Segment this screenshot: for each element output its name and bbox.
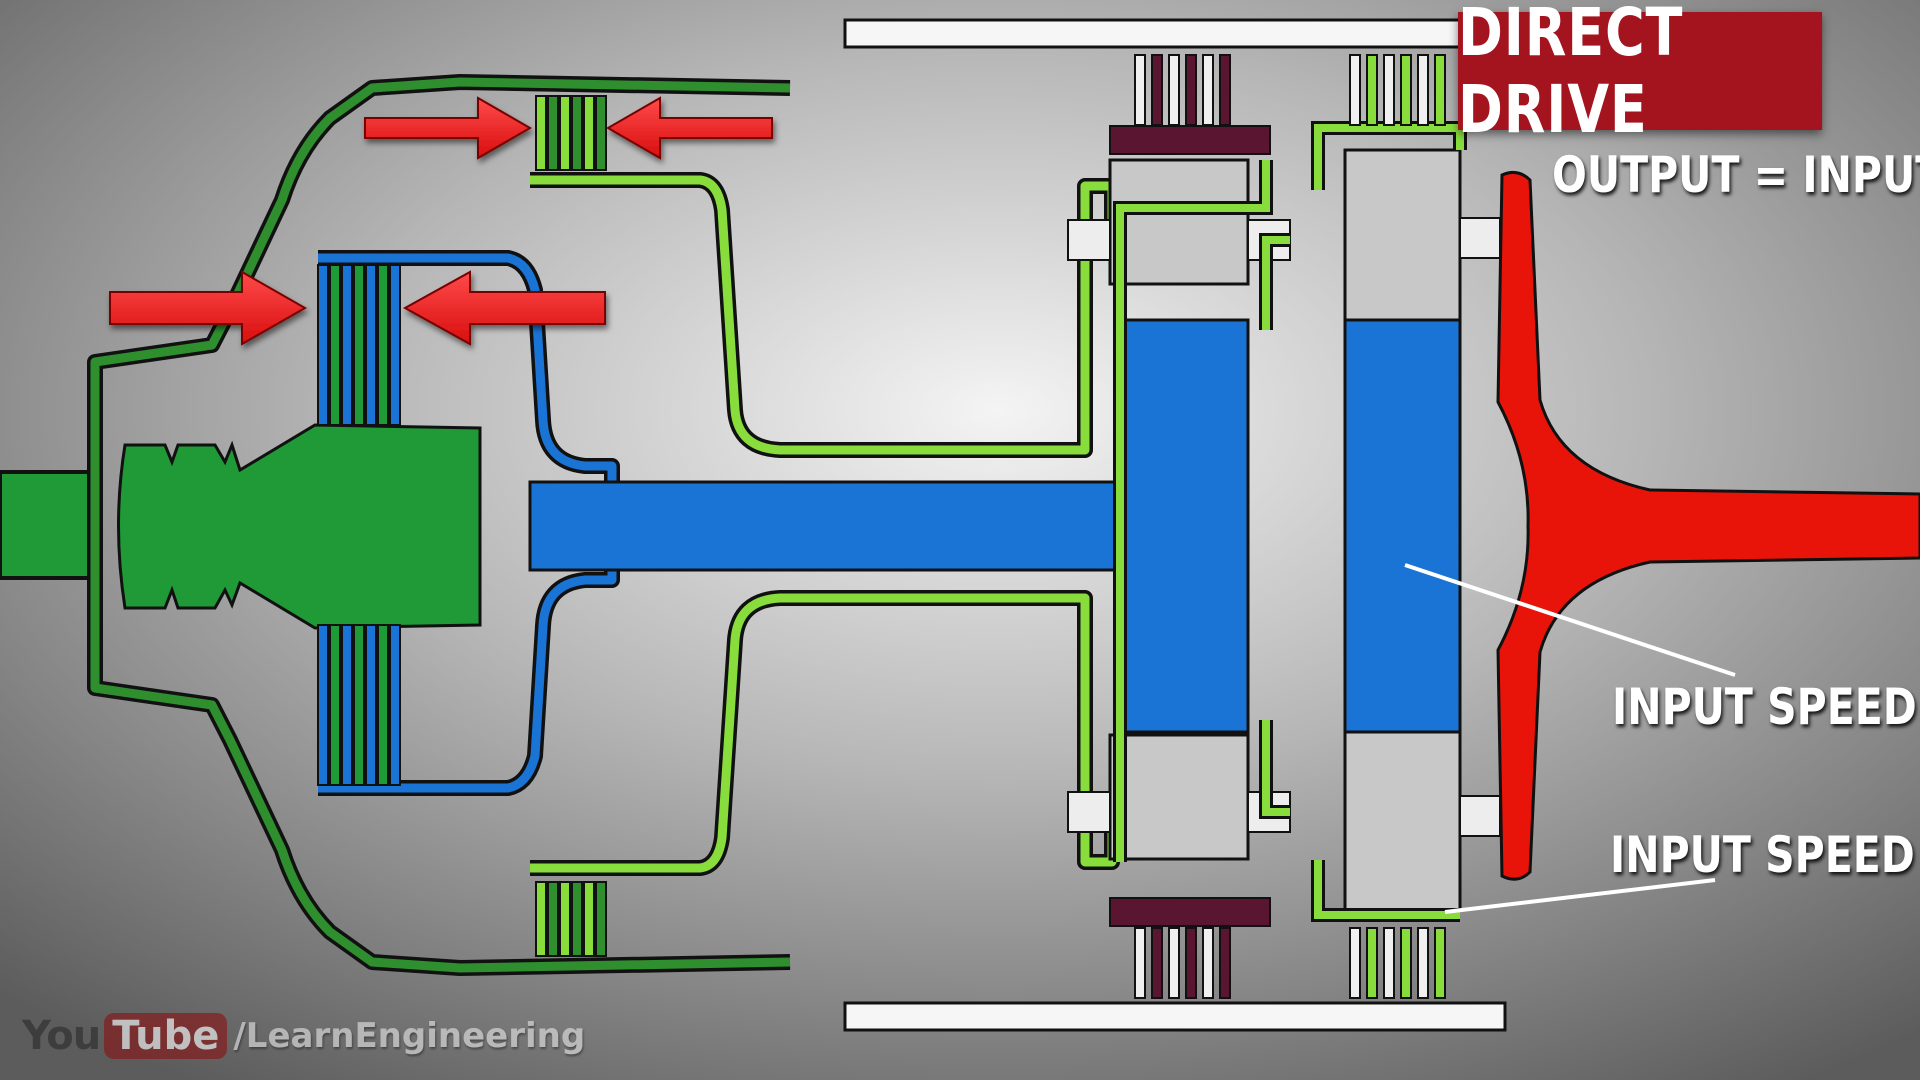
red-arrow-icon [605, 96, 773, 160]
front-sun-gear [1118, 318, 1250, 734]
carrier-drum-top [530, 175, 1117, 455]
rear-planetary-set [1311, 121, 1501, 922]
red-arrow-icon [402, 270, 606, 346]
forward-shaft [528, 480, 1132, 572]
front-planet-gear-bottom [1108, 733, 1250, 861]
front-planetary-set [1067, 158, 1291, 862]
ring-speed-callout-line [1444, 878, 1716, 914]
red-arrow-icon [364, 96, 533, 160]
red-arrow-icon [109, 270, 308, 346]
output-equals-input-label: OUTPUT = INPUT [1552, 146, 1920, 204]
youtube-logo-tube: Tube [104, 1013, 228, 1059]
clutch-drum [90, 77, 791, 973]
rear-sun-gear [1343, 318, 1462, 734]
rear-teeth-bottom [1349, 927, 1446, 999]
front-planet-gear-top [1108, 158, 1250, 286]
front-band-teeth-top [1134, 54, 1231, 126]
carrier-drum-bottom [530, 593, 1117, 873]
input-shaft [0, 470, 102, 580]
input-hub [117, 423, 482, 630]
outer-clutch-pack-bottom [535, 881, 607, 957]
sun-speed-callout-line [1404, 563, 1736, 677]
front-band-bottom [1109, 897, 1271, 927]
rear-teeth-top [1349, 54, 1446, 126]
housing-top [843, 18, 1507, 49]
front-band-teeth-bottom [1134, 927, 1231, 999]
outer-clutch-pack-top [535, 95, 607, 171]
front-band-top [1109, 125, 1271, 155]
channel-name: /LearnEngineering [233, 1016, 586, 1056]
sun-input-speed-label: INPUT SPEED [1612, 678, 1917, 736]
ring-input-speed-label: INPUT SPEED [1610, 826, 1915, 884]
page-title: DIRECT DRIVE [1458, 0, 1684, 148]
forward-clutch-pack-top [317, 264, 401, 426]
forward-clutch-pack-bottom [317, 624, 401, 786]
title-banner: DIRECT DRIVE [1458, 0, 1823, 148]
housing-bottom [843, 1001, 1507, 1032]
red-arrow-icon-group [109, 96, 773, 346]
output-shaft [1496, 170, 1920, 881]
youtube-watermark: You Tube /LearnEngineering [22, 1010, 585, 1062]
youtube-logo: You [22, 1013, 101, 1059]
